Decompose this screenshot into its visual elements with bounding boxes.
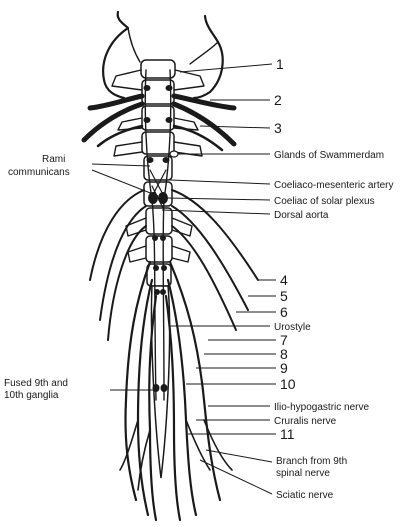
label-branch-line2: spinal nerve [276, 468, 330, 479]
label-fused-ganglia-line1: Fused 9th and [4, 378, 68, 389]
label-3: 3 [274, 120, 282, 136]
label-fused-ganglia-line2: 10th ganglia [4, 390, 59, 401]
label-rami-line1: Rami [42, 154, 65, 165]
leader-lines [91, 63, 276, 495]
label-dorsal-aorta: Dorsal aorta [274, 210, 329, 221]
label-coeliac-plexus: Coeliac of solar plexus [274, 196, 375, 207]
label-coeliaco-mesenteric-artery: Coeliaco-mesenteric artery [274, 180, 394, 191]
label-cruralis-nerve: Cruralis nerve [274, 416, 337, 427]
label-2: 2 [274, 92, 282, 108]
label-rami-line2: communicans [8, 167, 70, 178]
label-glands-of-swammerdam: Glands of Swammerdam [274, 150, 384, 161]
label-11: 11 [280, 426, 295, 442]
sympathetic-chain [143, 69, 179, 401]
label-4: 4 [280, 272, 288, 288]
label-10: 10 [280, 376, 296, 392]
spinal-nerves-left [81, 93, 158, 522]
label-7: 7 [280, 332, 288, 348]
label-1: 1 [276, 56, 284, 72]
cranial-nerves [102, 10, 224, 100]
label-6: 6 [280, 304, 288, 320]
label-branch-line1: Branch from 9th [276, 456, 347, 467]
label-5: 5 [280, 288, 288, 304]
label-9: 9 [280, 360, 288, 376]
labels: 1 2 3 Glands of Swammerdam Rami communic… [4, 56, 394, 501]
label-ilio-hypogastric-nerve: Ilio-hypogastric nerve [274, 402, 369, 413]
vertebral-column [111, 59, 205, 479]
label-sciatic-nerve: Sciatic nerve [276, 490, 334, 501]
spinal-nerves-right [164, 93, 259, 522]
label-urostyle: Urostyle [274, 322, 311, 333]
label-8: 8 [280, 346, 288, 362]
